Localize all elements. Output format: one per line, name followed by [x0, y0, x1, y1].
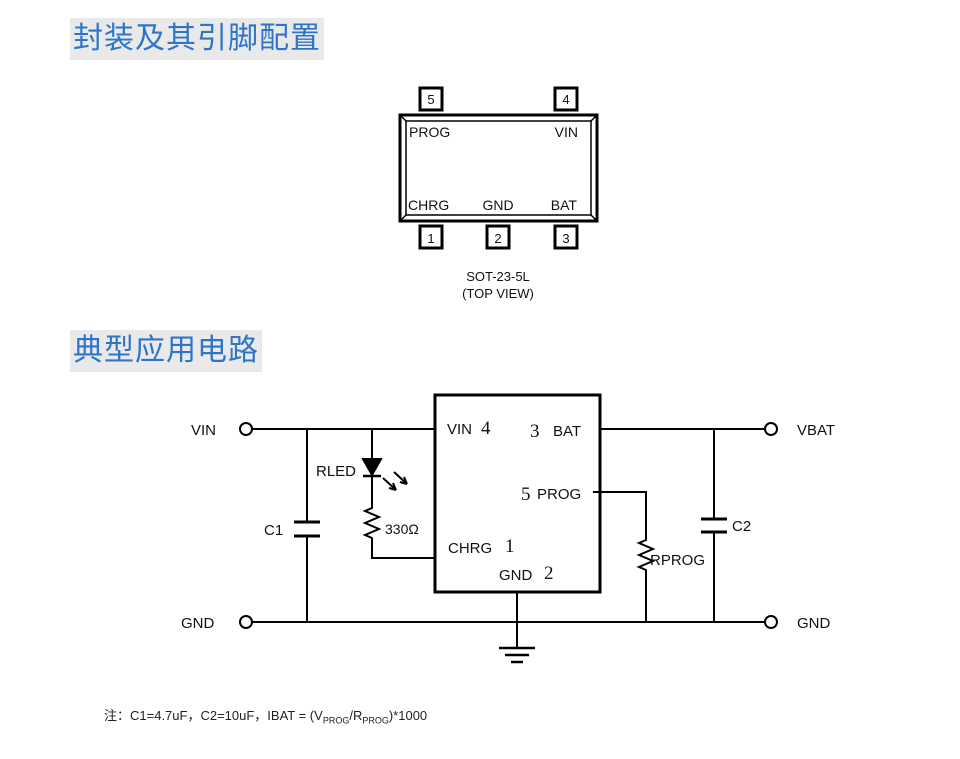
gnd-right-label: GND — [797, 615, 831, 632]
ic-pin-bat: BAT — [553, 423, 581, 440]
package-caption-line1: SOT-23-5L — [466, 269, 530, 284]
package-inner-outline — [405, 120, 592, 216]
resistor-value-label: 330Ω — [385, 521, 419, 537]
ic-pin-gnd: GND — [499, 567, 533, 584]
pin1-number: 1 — [427, 231, 434, 246]
gnd-left-terminal — [239, 615, 253, 629]
light-arrow-1 — [382, 477, 397, 491]
rprog-label: RPROG — [650, 552, 705, 569]
package-body — [398, 113, 599, 223]
pin4-box — [553, 86, 579, 112]
pin1-box — [418, 224, 444, 250]
package-diagram: 5 4 PROG VIN CHRG GND BAT 1 2 3 SOT-23-5… — [398, 86, 599, 301]
pin-label-gnd: GND — [482, 197, 513, 213]
package-caption-line2: (TOP VIEW) — [462, 286, 534, 301]
note-prefix: 注：C1=4.7uF，C2=10uF，IBAT = (V — [104, 708, 323, 723]
circuit-labels: VIN GND VBAT GND C1 C2 RLED 330Ω RPROG V… — [181, 418, 835, 632]
pin3-number: 3 — [562, 231, 569, 246]
rprog-resistor — [593, 491, 656, 622]
c2-label: C2 — [732, 518, 751, 535]
led-icon — [361, 458, 383, 478]
light-arrow-2 — [393, 471, 408, 485]
circuit-heading: 典型应用电路 — [70, 330, 262, 372]
note-suffix: )*1000 — [388, 708, 428, 723]
ic-pin-prog: PROG — [537, 486, 581, 503]
ic-pin-chrg-number: 1 — [505, 536, 515, 557]
pin2-number: 2 — [494, 231, 501, 246]
circuit-diagram — [239, 393, 778, 664]
c1-label: C1 — [264, 522, 283, 539]
pin-label-bat: BAT — [551, 197, 578, 213]
vin-terminal — [239, 422, 253, 436]
pin5-box — [418, 86, 444, 112]
ic-pin-bat-number: 3 — [530, 421, 540, 442]
ic-pin-chrg: CHRG — [448, 540, 492, 557]
c2-capacitor — [701, 517, 727, 534]
pin4-number: 4 — [562, 92, 569, 107]
note-mid: /R — [349, 708, 363, 723]
ic-pin-prog-number: 5 — [521, 484, 531, 505]
note-sub-prog-2: PROG — [362, 715, 389, 726]
pin-label-prog: PROG — [409, 124, 450, 140]
note-sub-prog-1: PROG — [322, 715, 350, 726]
ic-pin-gnd-number: 2 — [544, 563, 554, 584]
pin5-number: 5 — [427, 92, 434, 107]
vbat-label: VBAT — [797, 422, 835, 439]
vbat-terminal — [764, 422, 778, 436]
ic-pin-vin: VIN — [447, 421, 472, 438]
ic-pin-vin-number: 4 — [481, 418, 491, 439]
pin3-box — [553, 224, 579, 250]
rled-resistor — [362, 476, 435, 559]
c1-capacitor — [294, 520, 320, 538]
pin-label-chrg: CHRG — [408, 197, 449, 213]
package-heading: 封装及其引脚配置 — [70, 18, 324, 60]
vin-label: VIN — [191, 422, 216, 439]
gnd-left-label: GND — [181, 615, 215, 632]
pin-label-vin: VIN — [555, 124, 578, 140]
ground-icon — [499, 646, 535, 664]
component-note: 注：C1=4.7uF，C2=10uF，IBAT = (VPROG/RPROG)*… — [104, 705, 427, 726]
pin2-box — [485, 224, 511, 250]
gnd-right-terminal — [764, 615, 778, 629]
rled-label: RLED — [316, 463, 356, 480]
